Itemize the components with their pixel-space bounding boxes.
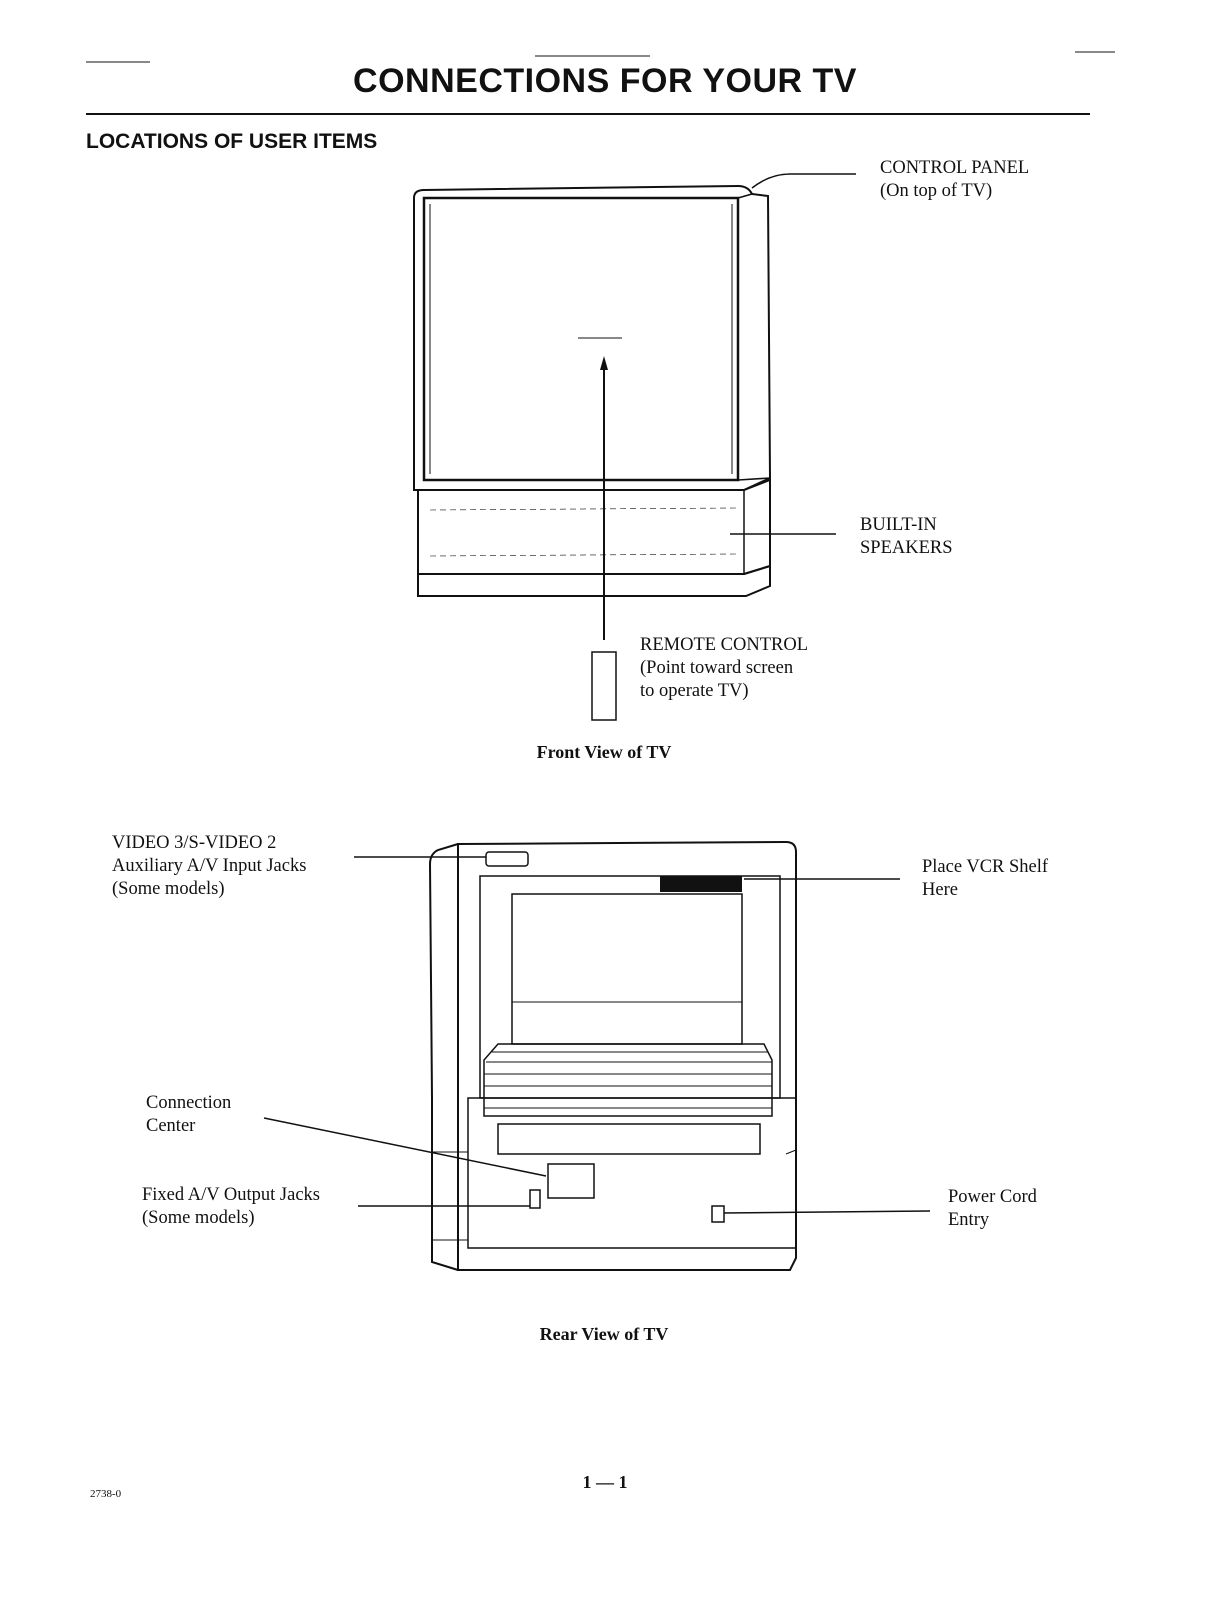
control-panel-label: CONTROL PANEL (On top of TV) [880, 158, 1030, 201]
page-title: CONNECTIONS FOR YOUR TV [353, 62, 857, 100]
connection-center-label: Connection Center [146, 1093, 232, 1136]
power-cord-label: Power Cord Entry [948, 1187, 1037, 1230]
video-input-jacks-label: VIDEO 3/S-VIDEO 2 Auxiliary A/V Input Ja… [112, 833, 307, 899]
page-number: 1 — 1 [582, 1472, 628, 1492]
front-tv-drawing [413, 173, 856, 721]
section-heading: LOCATIONS OF USER ITEMS [86, 130, 378, 153]
header-rules [86, 51, 1115, 115]
remote-control-label: REMOTE CONTROL (Point toward screen to o… [640, 635, 809, 701]
built-in-speakers-label: BUILT-IN SPEAKERS [860, 515, 953, 558]
vcr-shelf-label: Place VCR Shelf Here [922, 857, 1049, 900]
rear-view-caption: Rear View of TV [539, 1324, 669, 1344]
output-jacks-label: Fixed A/V Output Jacks (Some models) [142, 1185, 320, 1228]
rear-tv-drawing [263, 840, 931, 1271]
front-view-caption: Front View of TV [536, 742, 672, 762]
document-code: 2738-0 [90, 1488, 122, 1500]
